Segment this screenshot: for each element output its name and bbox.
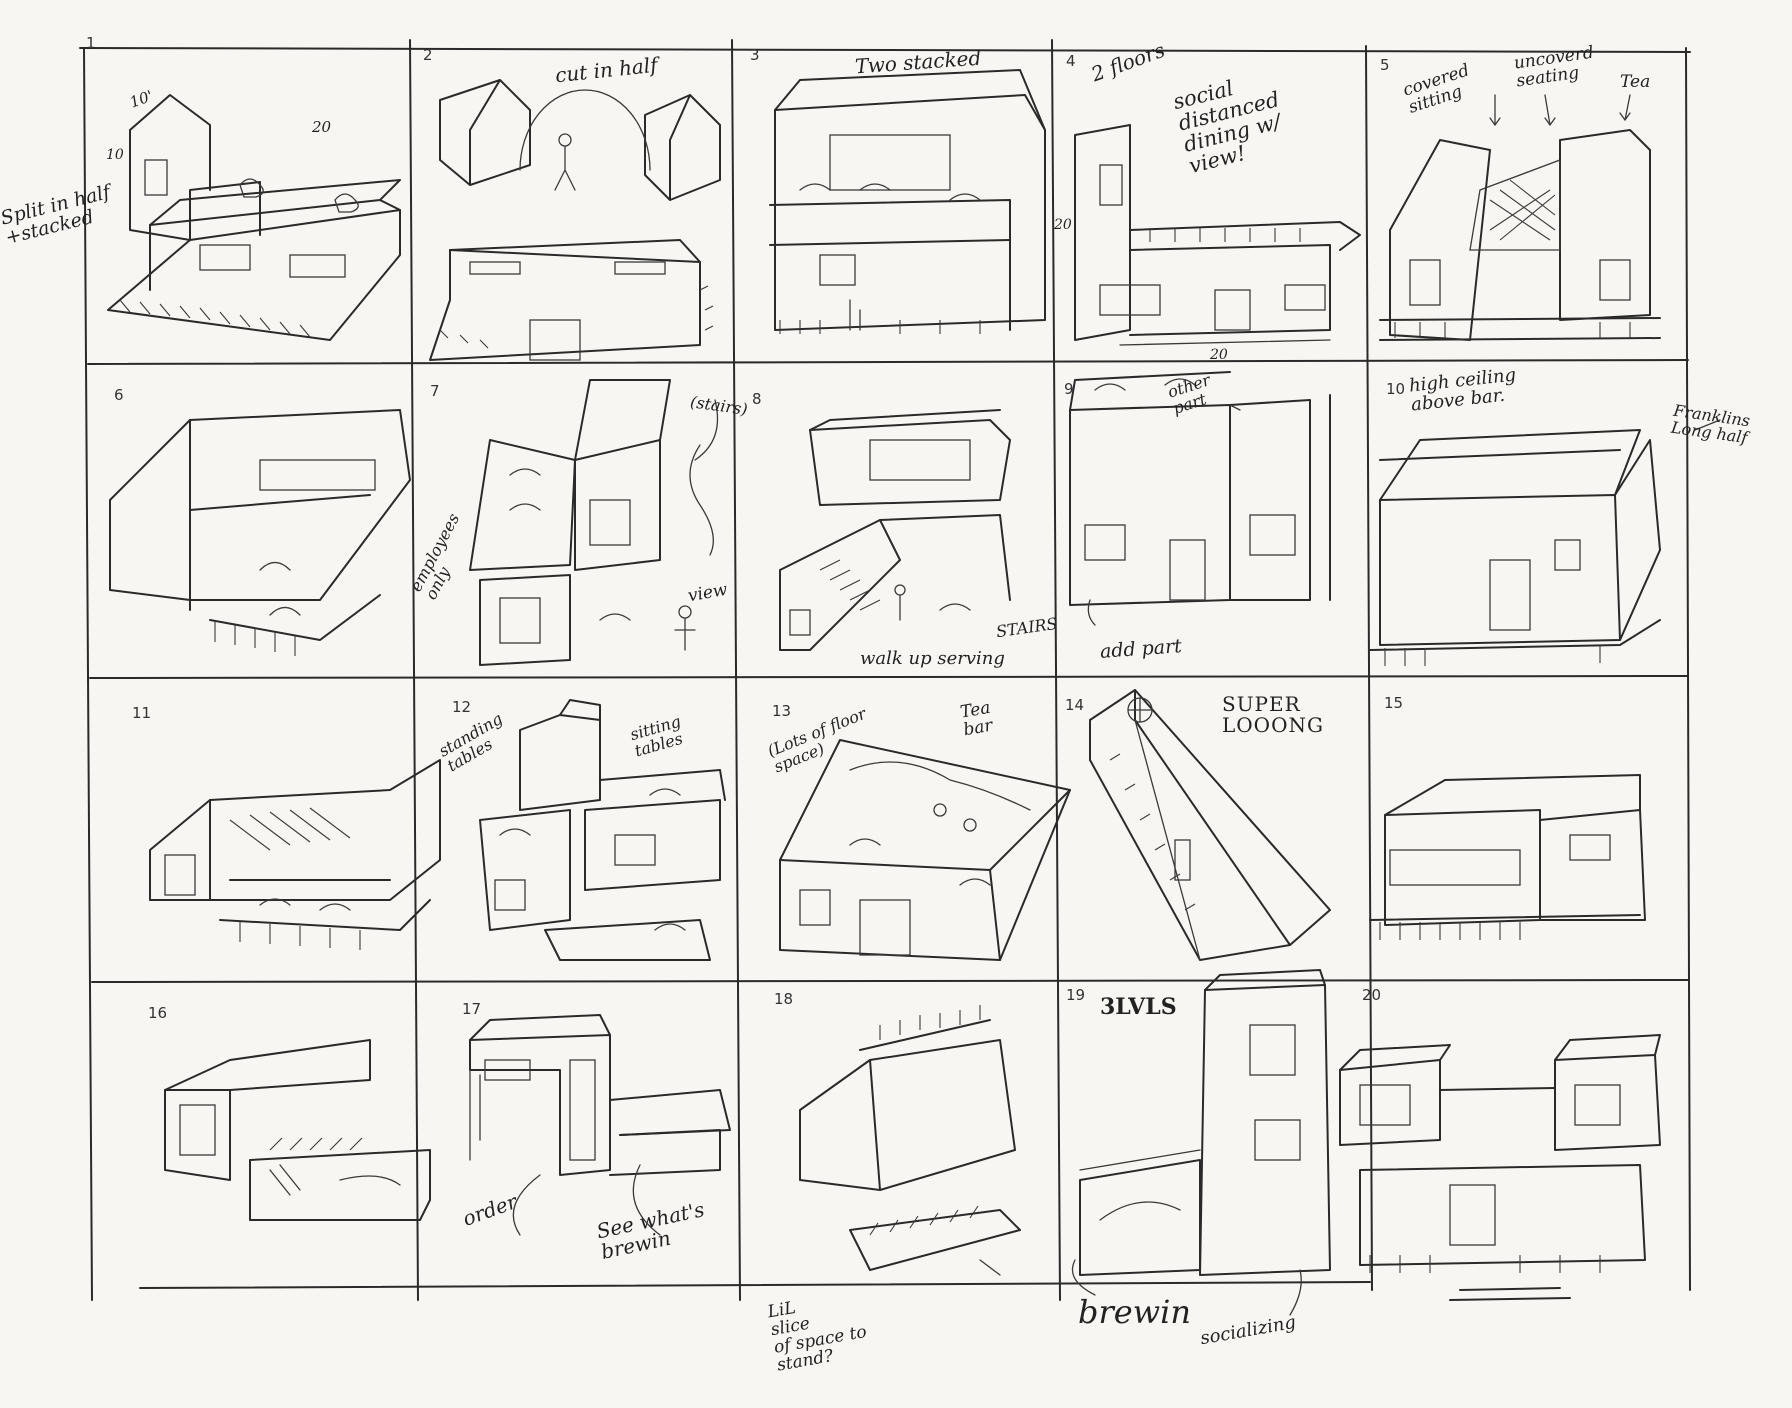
sketch-16 bbox=[164, 1039, 431, 1221]
panel-number: 7 bbox=[430, 382, 440, 400]
sketch-5 bbox=[1379, 129, 1661, 341]
panel-number: 17 bbox=[462, 1000, 482, 1018]
annotation-note: SUPER LOOONG bbox=[1222, 692, 1324, 737]
sketch-14 bbox=[1089, 689, 1331, 961]
annotation-note: Tea bar bbox=[958, 697, 995, 741]
annotation-note: 3LVLS bbox=[1100, 994, 1177, 1020]
panel-number: 2 bbox=[423, 46, 433, 64]
dimension-label: 20 bbox=[1054, 217, 1072, 233]
sketch-10 bbox=[1369, 429, 1661, 666]
dimension-label: 20 bbox=[1210, 347, 1228, 363]
annotation-note: brewin bbox=[1078, 1293, 1191, 1331]
panel-number: 13 bbox=[772, 702, 792, 720]
panel-number: 1 bbox=[86, 34, 96, 52]
annotation-note: walk up serving bbox=[860, 648, 1005, 669]
sketch-13 bbox=[779, 739, 1071, 961]
panel-number: 9 bbox=[1064, 380, 1074, 398]
sketch-20 bbox=[1339, 1034, 1661, 1301]
sketch-1 bbox=[107, 94, 401, 341]
sketch-11 bbox=[149, 759, 441, 950]
sketch-9 bbox=[1069, 371, 1331, 606]
sketch-19 bbox=[1079, 969, 1331, 1276]
annotation-note: Tea bbox=[1620, 72, 1651, 92]
sketch-2 bbox=[429, 79, 721, 361]
panel-number: 16 bbox=[148, 1004, 168, 1022]
panel-number: 6 bbox=[114, 386, 124, 404]
sketch-7 bbox=[469, 379, 696, 666]
sketch-17 bbox=[469, 1014, 731, 1176]
dimension-label: 10 bbox=[106, 147, 124, 163]
panel-number: 3 bbox=[750, 46, 760, 64]
panel-number: 19 bbox=[1066, 986, 1086, 1004]
panel-number: 15 bbox=[1384, 694, 1404, 712]
sketch-4 bbox=[1074, 124, 1361, 346]
panel-number: 18 bbox=[774, 990, 794, 1008]
panel-number: 12 bbox=[452, 698, 472, 716]
panel-number: 5 bbox=[1380, 56, 1390, 74]
panel-number: 11 bbox=[132, 704, 152, 722]
sketch-18 bbox=[799, 1005, 1021, 1271]
panel-grid bbox=[79, 39, 1691, 1301]
dimension-label: 20 bbox=[312, 118, 332, 136]
panel-number: 4 bbox=[1066, 52, 1076, 70]
panel-number: 8 bbox=[752, 390, 762, 408]
annotation-arrows bbox=[512, 94, 1721, 1316]
sketch-8 bbox=[779, 409, 1011, 651]
sketch-12 bbox=[479, 699, 726, 961]
panel-number: 20 bbox=[1362, 986, 1382, 1004]
panel-number: 10 bbox=[1386, 380, 1406, 398]
sketch-15 bbox=[1369, 774, 1646, 940]
sketch-3 bbox=[769, 69, 1046, 334]
panel-number: 14 bbox=[1065, 696, 1085, 714]
sketch-6 bbox=[109, 409, 411, 656]
